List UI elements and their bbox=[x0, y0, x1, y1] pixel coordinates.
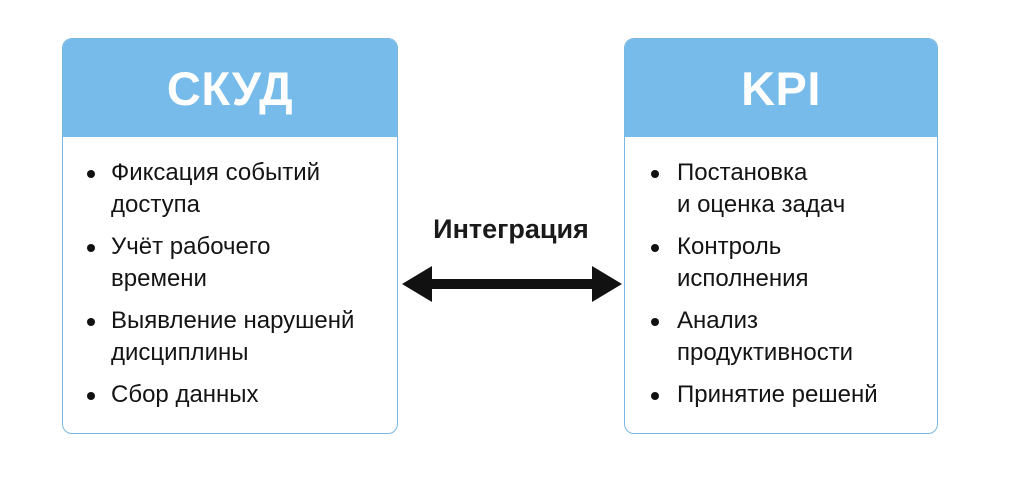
list-item-text: Выявление нарушенй bbox=[111, 307, 355, 334]
list-item-text: Учёт рабочего bbox=[111, 233, 271, 260]
arrow-shaft bbox=[424, 279, 600, 289]
list-item-text: Фиксация событий bbox=[111, 159, 321, 186]
skud-feature-list: Фиксация событий доступа Учёт рабочего в… bbox=[63, 137, 397, 411]
list-item: Учёт рабочего времени bbox=[63, 231, 397, 295]
list-item-text: исполнения bbox=[677, 265, 809, 292]
list-item-text: продуктивности bbox=[677, 339, 854, 366]
list-item: Выявление нарушенй дисциплины bbox=[63, 305, 397, 369]
list-item-text: Постановка bbox=[677, 159, 808, 186]
list-item: Принятие решенй bbox=[625, 379, 937, 411]
kpi-box-title: KPI bbox=[625, 39, 937, 137]
list-item-text: Сбор данных bbox=[111, 381, 259, 408]
kpi-box: KPI Постановка и оценка задач Контроль и… bbox=[624, 38, 938, 434]
list-item-text: дисциплины bbox=[111, 339, 249, 366]
list-item: Постановка и оценка задач bbox=[625, 157, 937, 221]
skud-box-title: СКУД bbox=[63, 39, 397, 137]
kpi-feature-list: Постановка и оценка задач Контроль испол… bbox=[625, 137, 937, 411]
arrow-head-left bbox=[402, 266, 432, 302]
arrow-head-right bbox=[592, 266, 622, 302]
list-item: Анализ продуктивности bbox=[625, 305, 937, 369]
integration-label: Интеграция bbox=[433, 214, 589, 244]
list-item: Контроль исполнения bbox=[625, 231, 937, 295]
list-item: Фиксация событий доступа bbox=[63, 157, 397, 221]
list-item-text: Контроль bbox=[677, 233, 782, 260]
list-item-text: Принятие решенй bbox=[677, 381, 878, 408]
list-item: Сбор данных bbox=[63, 379, 397, 411]
list-item-text: Анализ bbox=[677, 307, 759, 334]
double-headed-arrow-icon bbox=[402, 266, 622, 302]
list-item-text: и оценка задач bbox=[677, 191, 846, 218]
list-item-text: доступа bbox=[111, 191, 200, 218]
skud-box: СКУД Фиксация событий доступа Учёт рабоч… bbox=[62, 38, 398, 434]
list-item-text: времени bbox=[111, 265, 207, 292]
